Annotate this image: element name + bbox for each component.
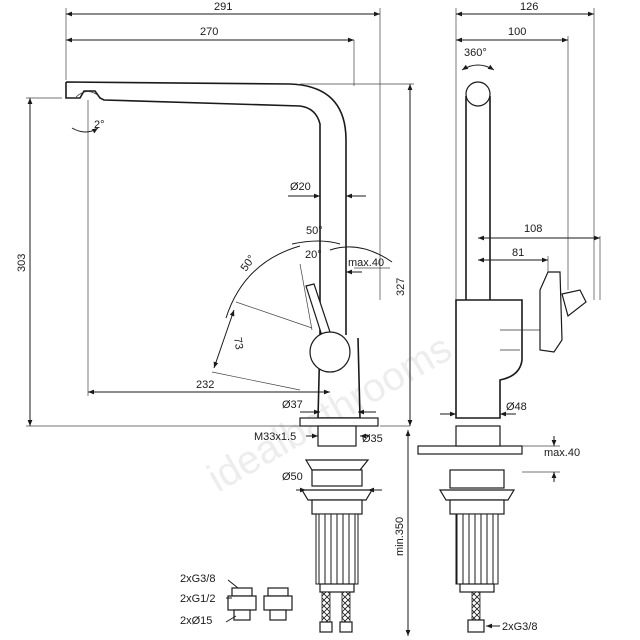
spout-top — [465, 81, 491, 107]
spout-outline — [65, 81, 347, 340]
side-view: 291 270 2° 303 327 Ø20 50° 20° 50° — [16, 1, 414, 636]
mount-block — [311, 499, 363, 515]
aerator — [75, 91, 101, 98]
front-lever-tip — [561, 289, 587, 318]
dim-81: 81 — [512, 247, 524, 259]
thread-nut — [317, 425, 357, 447]
hose-fitting-left — [319, 621, 333, 633]
dia-37: Ø37 — [282, 399, 303, 411]
dim-126: 126 — [520, 1, 538, 13]
rotation-360: 360° — [464, 47, 487, 59]
front-view: 126 100 360° 108 81 Ø48 max.40 2xG3/8 — [417, 1, 601, 633]
front-hose — [471, 591, 481, 621]
base-plate — [299, 417, 379, 427]
front-lever — [539, 271, 563, 353]
dim-232: 232 — [196, 379, 214, 391]
front-mount-nut — [449, 469, 505, 489]
label-dia15: 2xØ15 — [180, 615, 212, 627]
mount-washer — [300, 489, 374, 501]
mount-cone — [304, 459, 370, 471]
dim-303: 303 — [16, 254, 28, 272]
angle-2: 2° — [94, 119, 105, 131]
front-base-plate — [417, 445, 523, 455]
column — [465, 96, 491, 300]
dim-291: 291 — [214, 1, 232, 13]
lever-knob — [309, 331, 351, 373]
shank-end — [319, 583, 355, 593]
max-40-top: max.40 — [348, 257, 384, 269]
thread-m33: M33x1.5 — [254, 431, 296, 443]
front-nut — [455, 425, 501, 447]
label-g12: 2xG1/2 — [180, 593, 215, 605]
fitting-detail — [225, 579, 293, 623]
dim-108: 108 — [524, 223, 542, 235]
label-g38-left: 2xG3/8 — [180, 573, 215, 585]
ribbed-shank — [315, 513, 359, 585]
dim-100: 100 — [508, 26, 526, 38]
angle-20: 20° — [305, 249, 322, 261]
label-g38-right: 2xG3/8 — [502, 621, 537, 633]
dim-73: 73 — [231, 336, 245, 350]
dia-35: Ø35 — [362, 433, 383, 445]
mount-nut — [311, 469, 363, 487]
dia-50: Ø50 — [282, 471, 303, 483]
hose-right — [341, 591, 351, 623]
dim-270: 270 — [200, 26, 218, 38]
front-body — [455, 299, 523, 419]
hose-fitting-right — [339, 621, 353, 633]
dia-48: Ø48 — [506, 401, 527, 413]
dim-327: 327 — [395, 278, 407, 296]
hose-left — [321, 591, 331, 623]
dim-min-350: min.350 — [394, 517, 406, 556]
front-ribbed-shank — [455, 513, 499, 585]
dia-20: Ø20 — [290, 181, 311, 193]
angle-50-a: 50° — [306, 225, 323, 237]
max-40-bottom: max.40 — [544, 447, 580, 459]
